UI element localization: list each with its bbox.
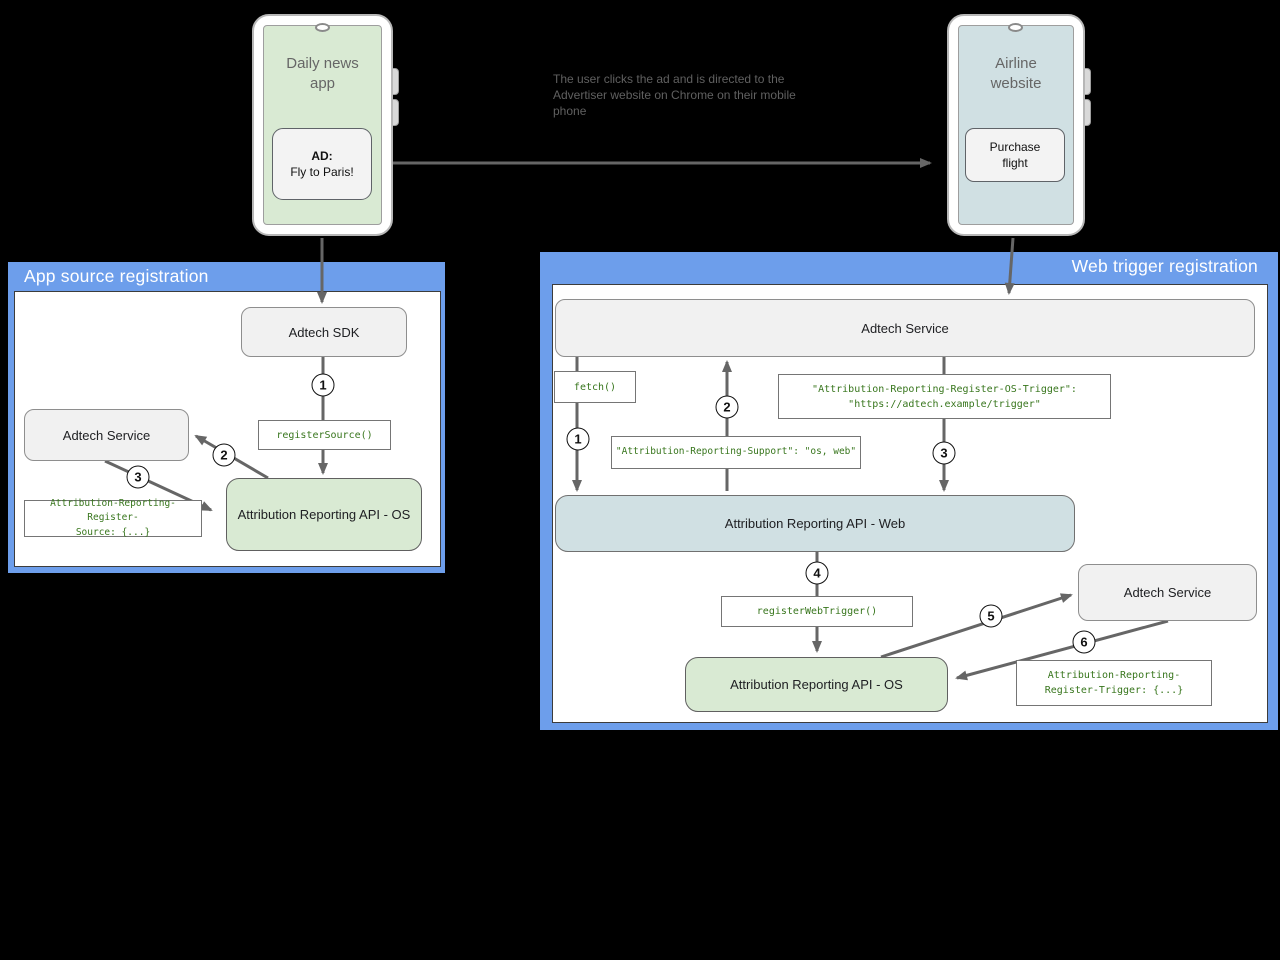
attribution-api-web-box: Attribution Reporting API - Web bbox=[555, 495, 1075, 552]
airline-site-title: Airline website bbox=[990, 55, 1042, 93]
ad-box: AD: Fly to Paris! bbox=[272, 128, 372, 200]
adtech-service-top-box: Adtech Service bbox=[555, 299, 1255, 357]
news-app-title: Daily news app bbox=[286, 55, 359, 93]
step-4-badge: 4 bbox=[805, 561, 829, 585]
app-source-panel-title: App source registration bbox=[24, 266, 209, 286]
airline-phone: Airline website Purchase flight bbox=[947, 14, 1085, 236]
step-1-badge: 1 bbox=[311, 373, 335, 397]
step-5-badge: 5 bbox=[979, 604, 1003, 628]
step-1-badge: 1 bbox=[566, 427, 590, 451]
adtech-service-box: Adtech Service bbox=[24, 409, 189, 461]
os-trigger-header-box: "Attribution-Reporting-Register-OS-Trigg… bbox=[778, 374, 1111, 419]
register-trigger-header-box: Attribution-Reporting- Register-Trigger:… bbox=[1016, 660, 1212, 706]
fetch-call-box: fetch() bbox=[554, 371, 636, 403]
register-source-header-box: Attribution-Reporting-Register- Source: … bbox=[24, 498, 202, 538]
register-web-trigger-call-box: registerWebTrigger() bbox=[721, 596, 913, 627]
camera-icon bbox=[1008, 23, 1023, 32]
purchase-flight-button: Purchase flight bbox=[965, 128, 1065, 182]
airline-phone-screen bbox=[958, 25, 1074, 225]
adtech-sdk-box: Adtech SDK bbox=[241, 307, 407, 357]
step-3-badge: 3 bbox=[932, 441, 956, 465]
register-source-call-box: registerSource() bbox=[258, 420, 391, 450]
step-6-badge: 6 bbox=[1072, 630, 1096, 654]
ad-text: Fly to Paris! bbox=[290, 165, 354, 179]
attribution-api-os-box: Attribution Reporting API - OS bbox=[226, 478, 422, 551]
adtech-service-right-box: Adtech Service bbox=[1078, 564, 1257, 621]
attribution-api-os-web-box: Attribution Reporting API - OS bbox=[685, 657, 948, 712]
step-3-badge: 3 bbox=[126, 465, 150, 489]
annotation-text: The user clicks the ad and is directed t… bbox=[553, 72, 796, 118]
ad-heading: AD: bbox=[311, 148, 333, 163]
step-2-badge: 2 bbox=[715, 395, 739, 419]
web-trigger-panel-title: Web trigger registration bbox=[1071, 256, 1258, 276]
news-phone: Daily news app AD: Fly to Paris! bbox=[252, 14, 393, 236]
step-2-badge: 2 bbox=[212, 443, 236, 467]
camera-icon bbox=[315, 23, 330, 32]
support-header-box: "Attribution-Reporting-Support": "os, we… bbox=[611, 436, 861, 469]
